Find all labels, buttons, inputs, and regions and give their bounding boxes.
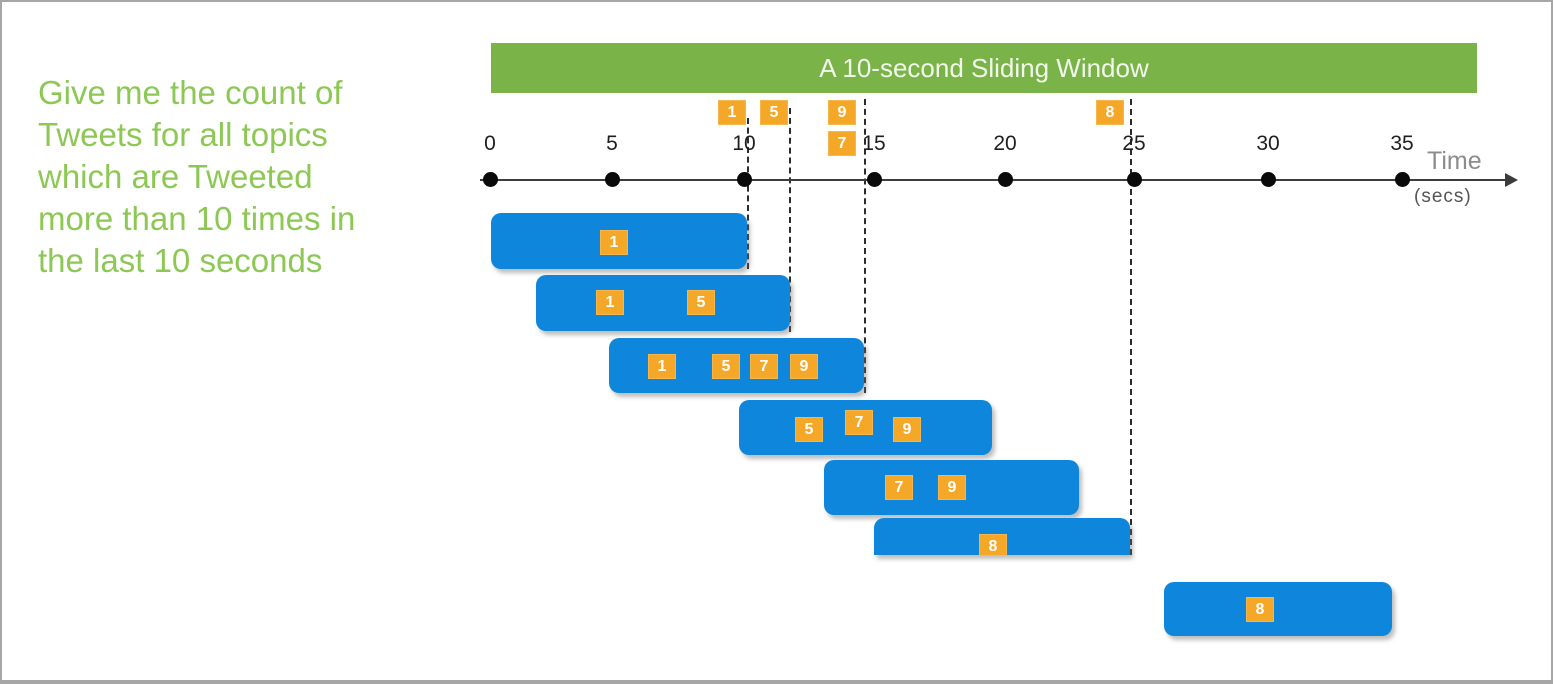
arrival-event-marker: 1 bbox=[718, 100, 746, 125]
axis-tick-dot bbox=[1395, 172, 1410, 187]
window-event-marker: 9 bbox=[893, 417, 921, 442]
arrival-event-marker: 7 bbox=[828, 131, 856, 156]
window-event-marker: 9 bbox=[938, 475, 966, 500]
window-event-marker: 1 bbox=[648, 354, 676, 379]
sliding-window-bar: 8 bbox=[874, 518, 1130, 555]
axis-tick-label: 0 bbox=[484, 132, 496, 155]
axis-tick-label: 10 bbox=[732, 132, 756, 155]
time-axis-label: Time bbox=[1427, 147, 1482, 175]
window-event-marker: 7 bbox=[845, 410, 873, 435]
query-text-line: Give me the count of bbox=[38, 74, 343, 111]
sliding-window-bar: 1 bbox=[491, 213, 747, 269]
axis-tick-label: 35 bbox=[1390, 132, 1414, 155]
window-event-marker: 8 bbox=[979, 534, 1007, 555]
time-axis-line bbox=[480, 179, 1507, 181]
window-event-marker: 5 bbox=[795, 417, 823, 442]
query-text-line: the last 10 seconds bbox=[38, 242, 323, 279]
axis-tick-dot bbox=[737, 172, 752, 187]
query-text-line: Tweets for all topics bbox=[38, 116, 328, 153]
window-event-marker: 1 bbox=[596, 290, 624, 315]
arrival-event-marker: 9 bbox=[828, 100, 856, 125]
axis-tick-label: 30 bbox=[1256, 132, 1280, 155]
window-event-marker: 7 bbox=[885, 475, 913, 500]
event-dashed-line bbox=[864, 99, 866, 393]
axis-tick-label: 20 bbox=[993, 132, 1017, 155]
axis-tick-dot bbox=[605, 172, 620, 187]
event-dashed-line bbox=[1130, 99, 1132, 555]
sliding-window-banner: A 10-second Sliding Window bbox=[491, 43, 1477, 93]
axis-tick-dot bbox=[998, 172, 1013, 187]
arrival-event-marker: 8 bbox=[1096, 100, 1124, 125]
axis-tick-dot bbox=[1127, 172, 1142, 187]
axis-tick-label: 5 bbox=[606, 132, 618, 155]
query-text-line: more than 10 times in bbox=[38, 200, 356, 237]
window-event-marker: 5 bbox=[712, 354, 740, 379]
window-event-marker: 9 bbox=[790, 354, 818, 379]
axis-tick-label: 15 bbox=[862, 132, 886, 155]
time-axis-units-label: (secs) bbox=[1414, 186, 1472, 207]
window-event-marker: 5 bbox=[687, 290, 715, 315]
query-text: Give me the count of Tweets for all topic… bbox=[38, 72, 458, 282]
window-event-marker: 1 bbox=[600, 230, 628, 255]
event-dashed-line bbox=[789, 108, 791, 332]
arrival-event-marker: 5 bbox=[760, 100, 788, 125]
axis-tick-dot bbox=[1261, 172, 1276, 187]
event-dashed-line bbox=[747, 118, 749, 269]
window-event-marker: 7 bbox=[750, 354, 778, 379]
axis-tick-dot bbox=[483, 172, 498, 187]
query-text-line: which are Tweeted bbox=[38, 158, 313, 195]
sliding-window-bar: 8 bbox=[1164, 582, 1392, 636]
axis-tick-dot bbox=[867, 172, 882, 187]
window-event-marker: 8 bbox=[1246, 597, 1274, 622]
axis-tick-label: 25 bbox=[1122, 132, 1146, 155]
time-axis-arrowhead-icon bbox=[1505, 173, 1518, 187]
